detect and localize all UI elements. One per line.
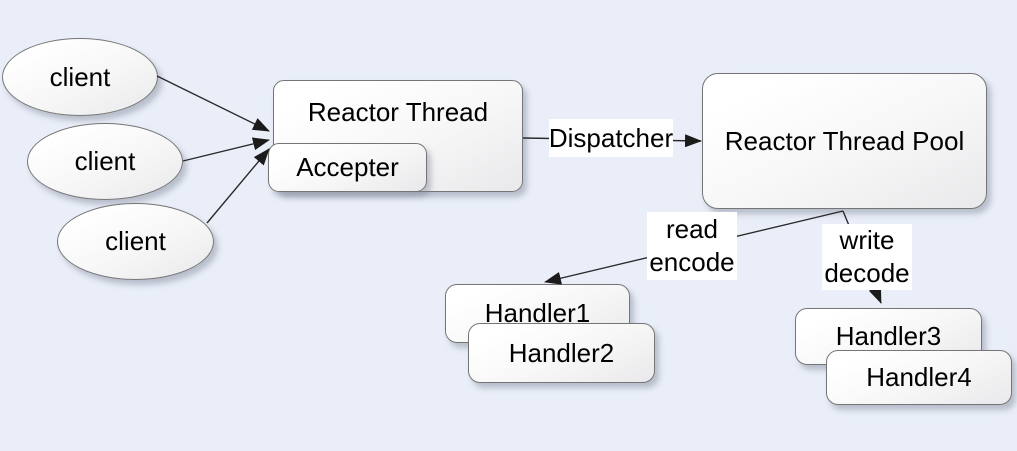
handler2-node: Handler2 bbox=[468, 323, 655, 383]
write-label-line1: write bbox=[839, 225, 895, 255]
client-node-3-label: client bbox=[105, 226, 166, 256]
write-label-line2: decode bbox=[824, 258, 910, 288]
read-label-line2: encode bbox=[649, 247, 735, 277]
handler3-label: Handler3 bbox=[835, 321, 942, 351]
accepter-label: Accepter bbox=[296, 152, 399, 182]
client-node-1: client bbox=[2, 38, 158, 116]
dispatcher-edge-label: Dispatcher bbox=[549, 119, 673, 157]
client-node-2-label: client bbox=[74, 146, 136, 176]
client-node-2: client bbox=[27, 123, 183, 200]
handler4-node: Handler4 bbox=[826, 350, 1012, 405]
reactor-thread-label: Reactor Thread bbox=[307, 96, 489, 127]
read-label-line1: read bbox=[665, 214, 719, 244]
client2-to-reactor-arrow bbox=[182, 137, 270, 162]
write-decode-edge-label: write decode bbox=[822, 224, 912, 290]
reactor-thread-pool-label: Reactor Thread Pool bbox=[724, 125, 965, 156]
reactor-thread-pool-node: Reactor Thread Pool bbox=[702, 73, 987, 209]
handler4-label: Handler4 bbox=[866, 362, 972, 392]
client3-to-reactor-arrow bbox=[206, 148, 270, 224]
read-encode-edge-label: read encode bbox=[647, 212, 737, 280]
client-node-3: client bbox=[57, 203, 214, 280]
client-node-1-label: client bbox=[49, 61, 111, 92]
client1-to-reactor-arrow bbox=[156, 75, 270, 132]
handler2-label: Handler2 bbox=[508, 337, 615, 368]
accepter-node: Accepter bbox=[268, 143, 427, 192]
